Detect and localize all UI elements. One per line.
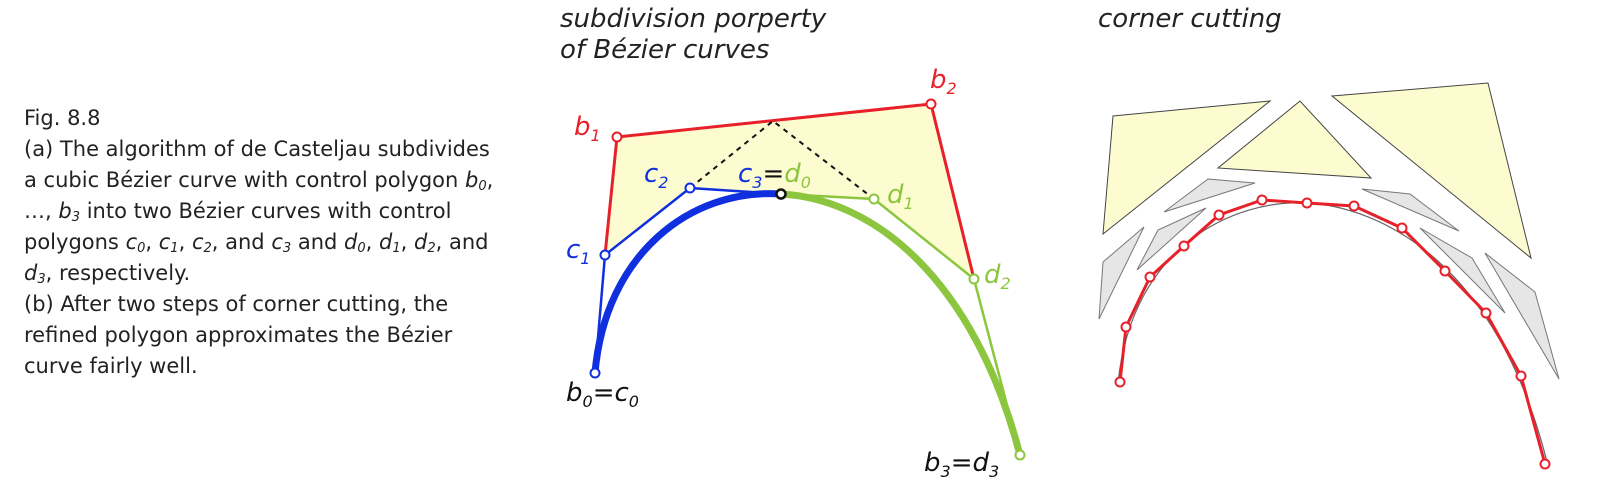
- point-b0: [589, 367, 601, 379]
- refined-vertex: [1256, 194, 1268, 206]
- label-c3-d0: c3=d0: [738, 159, 811, 192]
- point-c2: [684, 182, 696, 194]
- refined-vertex: [1439, 265, 1451, 277]
- caption-d1: d1: [379, 230, 401, 256]
- left-subcurve: [591, 190, 785, 377]
- label-b1: b1: [574, 112, 601, 145]
- right-subcurve: [777, 190, 1024, 459]
- left-control-polygon: [593, 186, 782, 374]
- subdivision-title-line2: of Bézier curves: [560, 35, 770, 65]
- caption-b0: b0: [465, 168, 487, 194]
- figure-caption: Fig. 8.8 (a) The algorithm of de Castelj…: [24, 103, 504, 382]
- point-d2: [968, 273, 980, 285]
- label-b3-d3: b3=d3: [924, 448, 999, 481]
- caption-d0: d0: [344, 230, 366, 256]
- label-b0-c0: b0=c0: [566, 378, 639, 411]
- label-c2: c2: [644, 159, 668, 192]
- cut-triangle-left: [1102, 100, 1272, 236]
- refined-vertex: [1396, 222, 1408, 234]
- point-b2: [925, 98, 937, 110]
- refined-vertex: [1301, 197, 1313, 209]
- refined-vertex: [1515, 370, 1527, 382]
- caption-c3: c3: [271, 230, 292, 256]
- caption-respectively: respectively.: [58, 261, 191, 285]
- caption-c2: c2: [191, 230, 212, 256]
- label-d1: d1: [887, 180, 914, 213]
- corner-cutting-diagram: [1098, 82, 1560, 470]
- cut-triangle-right: [1330, 82, 1532, 260]
- small-cut-6: [1484, 252, 1560, 380]
- caption-into-two: into two Bézier curves with control poly…: [24, 199, 452, 254]
- refined-vertex: [1114, 376, 1126, 388]
- caption-part-b: (b) After two steps of corner cutting, t…: [24, 292, 453, 378]
- point-c1: [599, 249, 611, 261]
- label-d2: d2: [984, 260, 1011, 293]
- caption-d3: d3: [24, 261, 46, 287]
- refined-vertex: [1178, 240, 1190, 252]
- subdivision-title-line1: subdivision porperty: [560, 4, 827, 34]
- small-cut-5: [1419, 227, 1506, 314]
- small-cut-1: [1098, 226, 1145, 320]
- caption-figure-number: Fig. 8.8: [24, 106, 101, 130]
- cut-triangle-middle: [1216, 100, 1373, 179]
- label-b2: b2: [930, 65, 957, 98]
- refined-vertex: [1120, 321, 1132, 333]
- caption-b3: b3: [58, 199, 80, 225]
- caption-a-intro: (a) The algorithm of de Casteljau subdiv…: [24, 137, 490, 192]
- label-c1: c1: [566, 235, 590, 268]
- small-cut-3: [1163, 178, 1256, 213]
- refined-vertex: [1144, 271, 1156, 283]
- point-b3: [1014, 449, 1026, 461]
- small-cut-2: [1136, 207, 1207, 271]
- original-control-polygon: [603, 102, 976, 280]
- refined-vertex: [1213, 209, 1225, 221]
- small-cut-4: [1361, 188, 1460, 232]
- refined-vertex: [1348, 200, 1360, 212]
- refined-vertex: [1480, 307, 1492, 319]
- corner-cutting-title: corner cutting: [1098, 4, 1282, 34]
- refined-polygon-vertices: [1114, 194, 1551, 470]
- point-c3-d0: [775, 188, 787, 200]
- refined-vertex: [1539, 458, 1551, 470]
- caption-ellipsis: …,: [24, 199, 52, 223]
- point-d1: [868, 193, 880, 205]
- caption-c0: c0: [125, 230, 146, 256]
- point-b1: [611, 131, 623, 143]
- cutting-dashed-lines: [689, 119, 875, 200]
- refined-polygon: [1118, 198, 1547, 465]
- caption-d2: d2: [414, 230, 436, 256]
- right-control-polygon: [780, 192, 1022, 456]
- subdivision-diagram: b1 b2 c1 c2 c3=d0 d1 d2 b0=c0 b3=d3: [566, 65, 1026, 481]
- caption-part-a: (a) The algorithm of de Casteljau subdiv…: [24, 137, 494, 287]
- caption-c1: c1: [158, 230, 179, 256]
